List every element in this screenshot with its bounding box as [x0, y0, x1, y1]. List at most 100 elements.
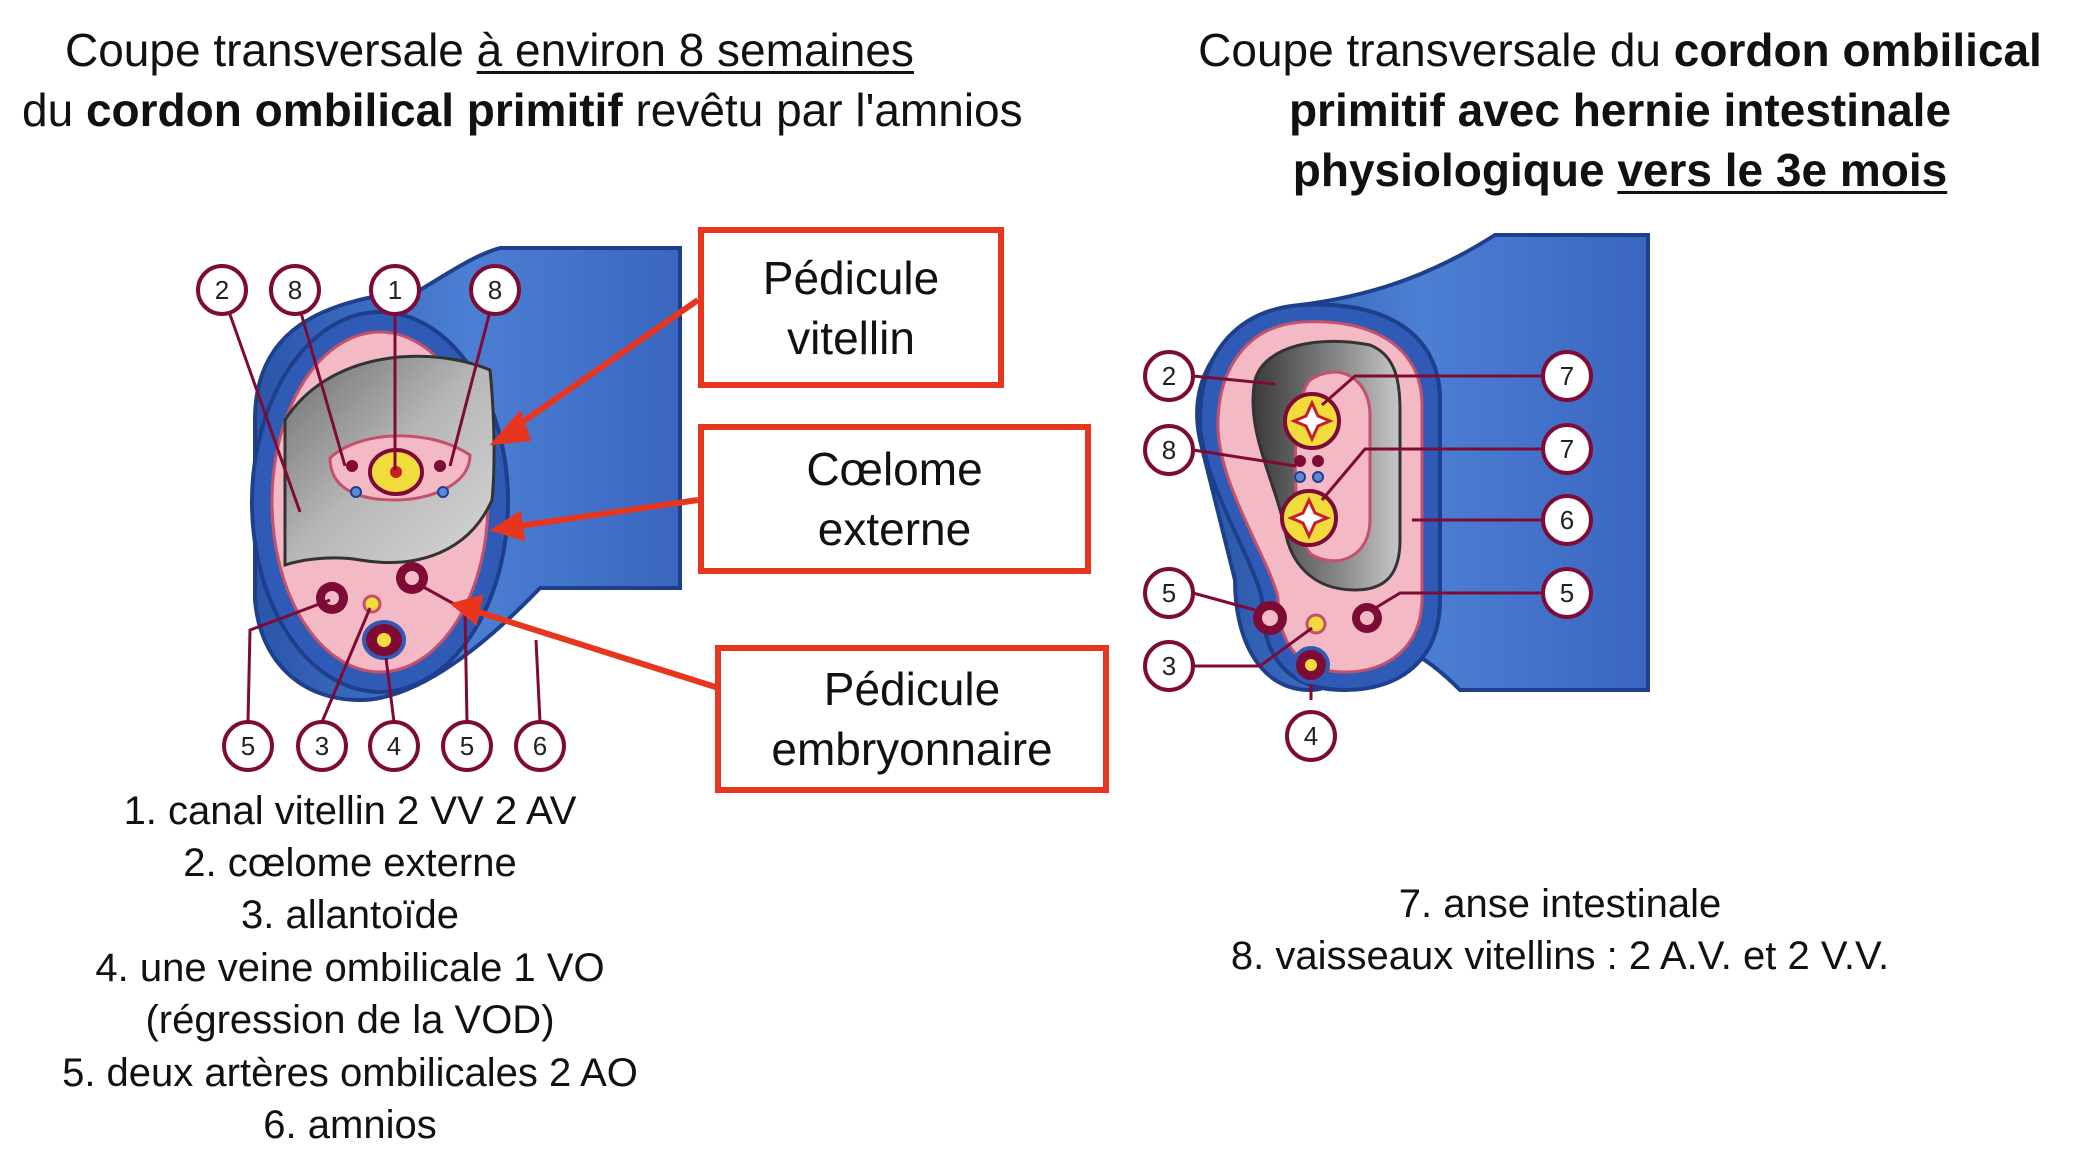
legend-item: 8. vaisseaux vitellins : 2 A.V. et 2 V.V…	[1230, 934, 1890, 978]
right-leader	[1321, 374, 1543, 407]
left-leader	[534, 639, 542, 723]
arrow-coelom-head	[489, 510, 526, 542]
left-marker-5: 5	[441, 720, 493, 772]
title-left-underlined: à environ 8 semaines	[476, 24, 914, 76]
left-leader	[448, 291, 497, 467]
left-vitelline-duct-lumen	[390, 466, 402, 478]
right-marker-8: 8	[1143, 424, 1195, 476]
left-cross-section: 2 8 1 8 5 3 4 5 6	[196, 246, 682, 772]
right-marker-label: 4	[1304, 721, 1318, 751]
right-marker-label: 5	[1162, 578, 1176, 608]
right-marker-2: 2	[1143, 350, 1195, 402]
left-vitelline-vessel	[346, 460, 358, 472]
arrow-embryonic-head	[449, 594, 484, 626]
left-marker-2: 2	[196, 264, 248, 316]
right-marker-label: 6	[1560, 505, 1574, 535]
right-umbilical-artery-lumen	[1360, 611, 1374, 625]
right-marker-3: 3	[1143, 640, 1195, 692]
right-intestinal-loop-lumen	[1287, 496, 1331, 540]
left-marker-label: 6	[533, 731, 547, 761]
title-left-line1: Coupe transversale à environ 8 semaines	[65, 24, 914, 76]
left-marker-label: 2	[215, 275, 229, 305]
left-marker-label: 5	[241, 731, 255, 761]
right-intestinal-loop-lumen	[1290, 399, 1334, 443]
right-marker-6: 6	[1541, 494, 1593, 546]
legend-item: 7. anse intestinale	[1398, 882, 1722, 926]
callout-line: externe	[817, 503, 972, 555]
legend-item: 5. deux artères ombilicales 2 AO	[62, 1051, 638, 1095]
right-marker-7: 7	[1541, 350, 1593, 402]
left-vitelline-vessel	[350, 486, 362, 498]
right-leader	[1192, 374, 1276, 386]
callout-line: vitellin	[787, 311, 915, 364]
right-marker-label: 7	[1560, 361, 1574, 391]
left-marker-5: 5	[222, 720, 274, 772]
left-marker-3: 3	[296, 720, 348, 772]
legend-item: 2. cœlome externe	[183, 841, 517, 885]
left-leader	[220, 291, 302, 513]
left-umbilical-vein-lumen	[377, 633, 391, 647]
left-allantois	[362, 594, 382, 614]
left-marker-6: 6	[514, 720, 566, 772]
right-leader	[1192, 448, 1297, 468]
title-right-line2: primitif avec hernie intestinale	[1288, 84, 1952, 136]
right-marker-7: 7	[1541, 423, 1593, 475]
right-leader	[1371, 591, 1543, 612]
title-left-line2: du cordon ombilical primitif revêtu par …	[22, 84, 1023, 136]
right-marker-5: 5	[1143, 567, 1195, 619]
left-leader	[246, 598, 331, 723]
left-leader	[384, 657, 396, 723]
left-marker-label: 4	[387, 731, 401, 761]
legend-item: (régression de la VOD)	[145, 998, 555, 1042]
left-vitelline-vessel	[434, 460, 446, 472]
callout-line: Pédicule	[823, 663, 1001, 715]
legend-item: 3. allantoïde	[241, 893, 459, 937]
right-vitelline-vessel	[1312, 471, 1324, 483]
callout-line: embryonnaire	[771, 723, 1053, 775]
callout-embryonic-stalk: Pédicule embryonnaire	[715, 645, 1109, 793]
left-vitelline-vessel	[437, 486, 449, 498]
right-leader	[1320, 447, 1543, 501]
right-marker-label: 3	[1162, 651, 1176, 681]
right-marker-4: 4	[1285, 710, 1337, 762]
arrow-coelom	[511, 497, 699, 530]
right-vitelline-vessel	[1294, 471, 1306, 483]
left-marker-8: 8	[469, 264, 521, 316]
right-leader	[1192, 591, 1256, 612]
title-right-line1: Coupe transversale du cordon ombilical	[1198, 24, 2042, 76]
legend-item: 1. canal vitellin 2 VV 2 AV	[123, 789, 577, 833]
left-marker-8: 8	[269, 264, 321, 316]
arrow-vitelline	[506, 297, 700, 435]
legend-item: 4. une veine ombilicale 1 VO	[95, 946, 605, 990]
right-marker-label: 8	[1162, 435, 1176, 465]
title-right-line3: physiologique vers le 3e mois	[1292, 144, 1948, 196]
right-leader	[1193, 626, 1313, 668]
left-marker-4: 4	[368, 720, 420, 772]
left-marker-label: 5	[460, 731, 474, 761]
left-marker-1: 1	[369, 264, 421, 316]
right-marker-label: 7	[1560, 434, 1574, 464]
right-vitelline-vessel	[1294, 455, 1306, 467]
title-right-underlined: vers le 3e mois	[1617, 144, 1948, 196]
callout-external-coelom: Cœlome externe	[698, 424, 1091, 574]
callout-line: Cœlome	[806, 443, 983, 495]
left-leader	[320, 607, 372, 723]
left-umbilical-artery-lumen	[325, 591, 339, 605]
arrow-embryonic	[471, 607, 726, 693]
right-marker-label: 5	[1560, 578, 1574, 608]
right-umbilical-artery-lumen	[1262, 610, 1278, 626]
right-marker-5: 5	[1541, 567, 1593, 619]
right-umbilical-vein-lumen	[1305, 659, 1317, 671]
left-leader	[293, 291, 347, 467]
left-marker-label: 3	[315, 731, 329, 761]
right-cross-section: 2 8 5 3 4 7 7 6 5	[1143, 233, 1650, 762]
left-marker-label: 8	[288, 275, 302, 305]
left-umbilical-artery-lumen	[405, 571, 419, 585]
callout-vitelline-stalk: Pédicule vitellin	[698, 227, 1004, 388]
right-vitelline-vessel	[1312, 455, 1324, 467]
arrow-vitelline-head	[489, 410, 532, 446]
left-marker-label: 8	[488, 275, 502, 305]
callout-line: Pédicule	[762, 251, 940, 304]
title-left-bold: cordon ombilical primitif	[85, 84, 623, 136]
